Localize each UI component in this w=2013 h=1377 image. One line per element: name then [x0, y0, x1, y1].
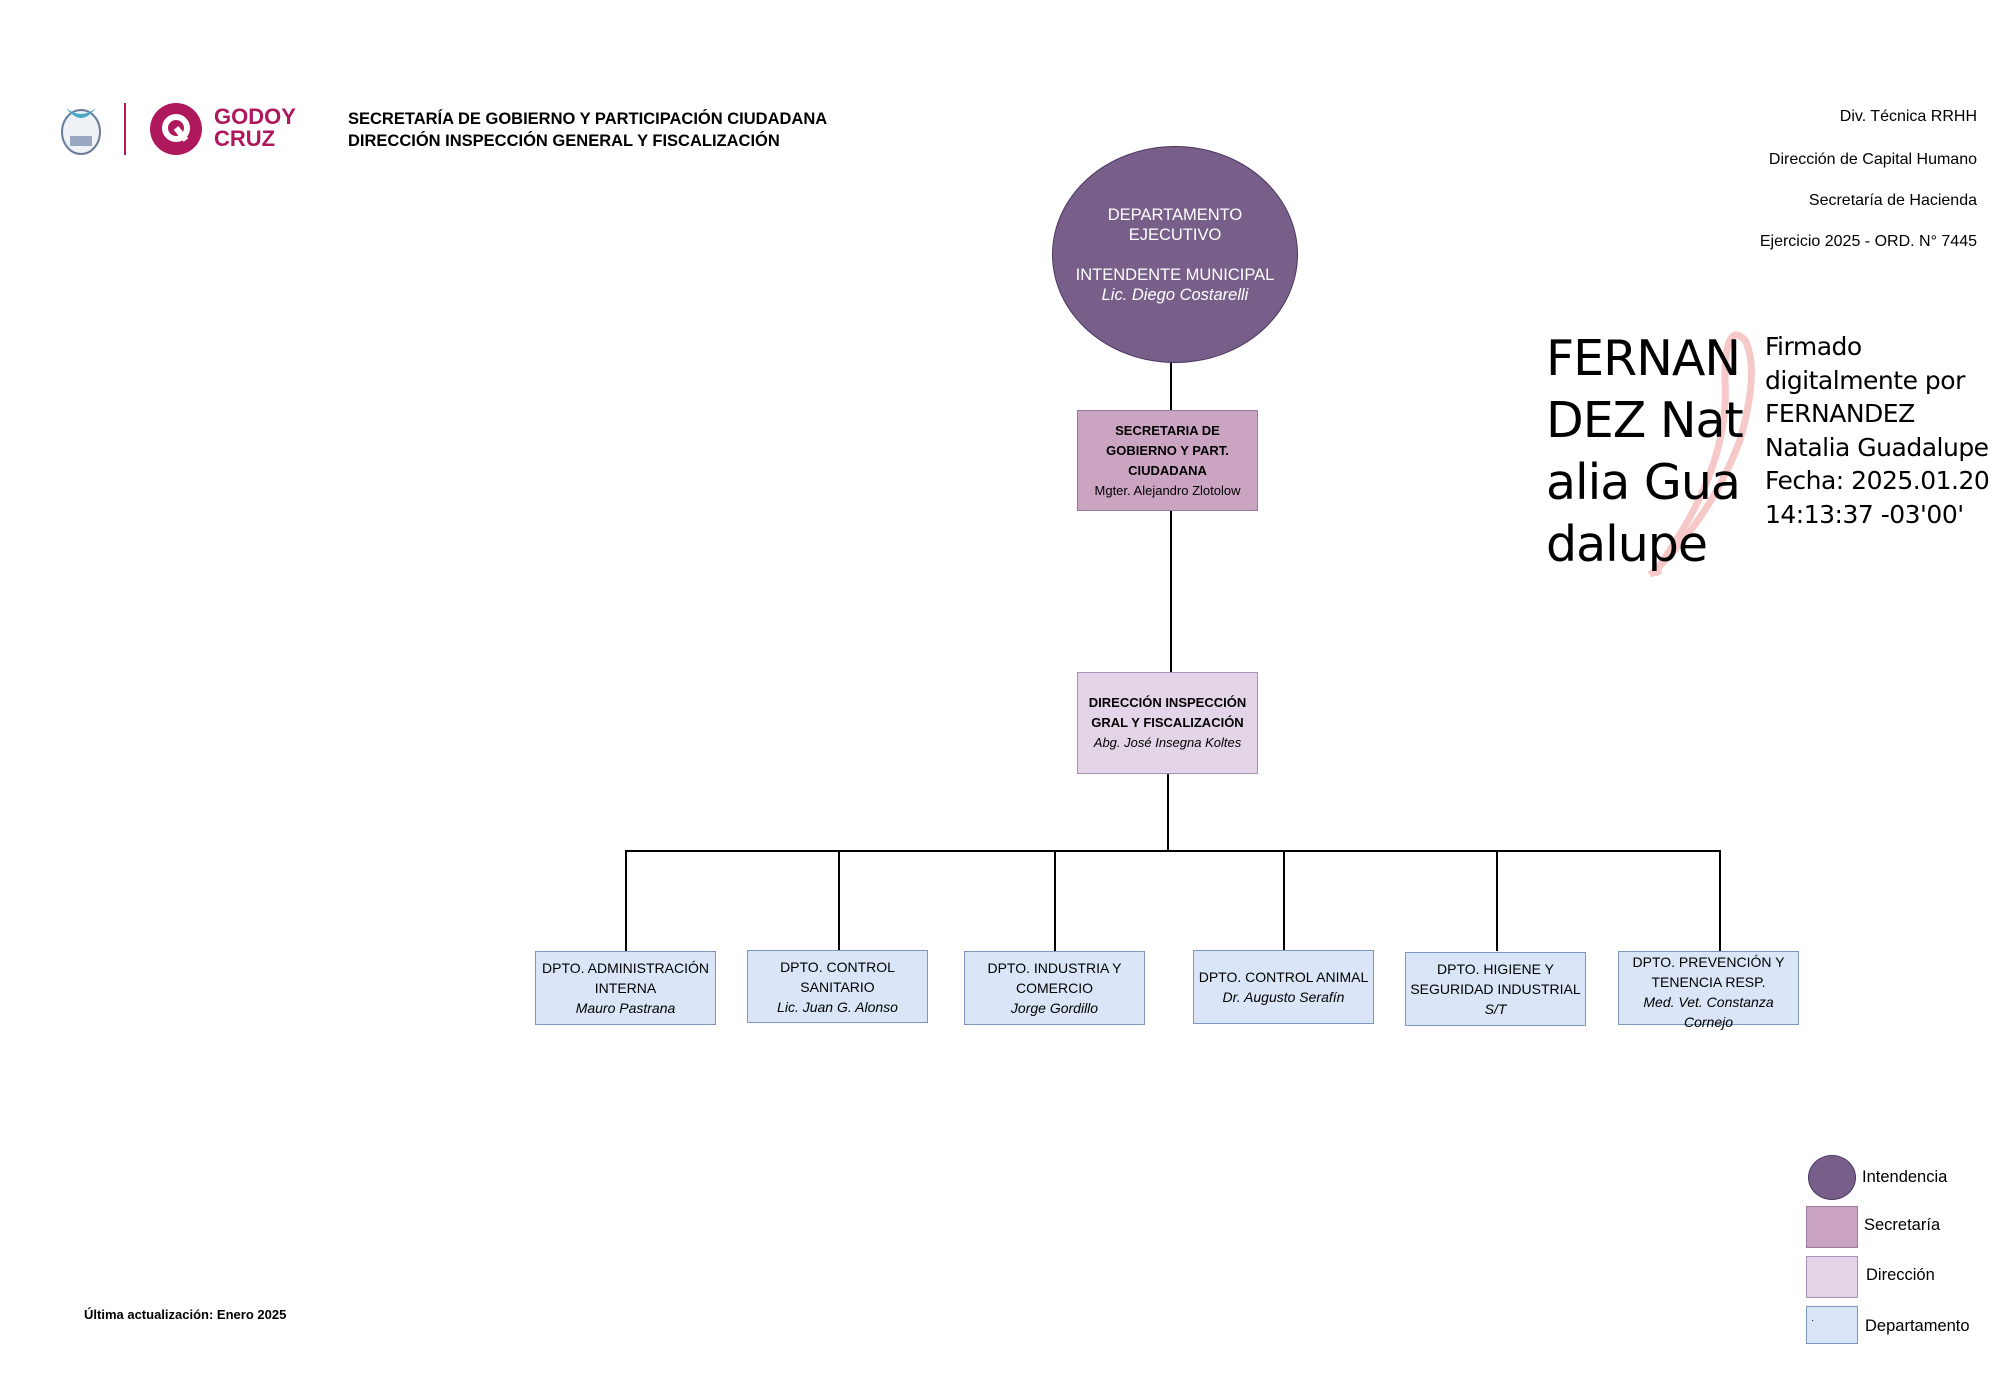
- node-secretaria: SECRETARIA DE GOBIERNO Y PART. CIUDADANA…: [1077, 410, 1258, 511]
- connector: [1170, 511, 1172, 672]
- connector: [1283, 850, 1285, 951]
- legend-departamento-swatch: ·: [1806, 1306, 1858, 1344]
- connector: [1167, 774, 1169, 851]
- right-info-4: Ejercicio 2025 - ORD. N° 7445: [1759, 233, 1977, 250]
- right-info-3: Secretaría de Hacienda: [1808, 192, 1977, 209]
- signature-details: Firmado digitalmente por FERNANDEZ Natal…: [1765, 332, 1990, 529]
- footer-last-update: Última actualización: Enero 2025: [84, 1307, 287, 1322]
- connector: [1054, 850, 1056, 951]
- node-direccion: DIRECCIÓN INSPECCIÓN GRAL Y FISCALIZACIÓ…: [1077, 672, 1258, 774]
- municipal-seal-icon: [58, 102, 104, 156]
- right-info-1: Div. Técnica RRHH: [1839, 108, 1977, 125]
- signature-name: FERNANDEZ Natalia Guadalupe: [1546, 330, 1744, 573]
- connector: [1719, 850, 1721, 951]
- connector: [625, 850, 627, 951]
- connector: [1496, 850, 1498, 951]
- node-dept-prevencion: DPTO. PREVENCIÓN Y TENENCIA RESP.Med. Ve…: [1618, 951, 1799, 1030]
- right-info-2: Dirección de Capital Humano: [1768, 151, 1977, 168]
- header-title: SECRETARÍA DE GOBIERNO Y PARTICIPACIÓN C…: [348, 110, 828, 150]
- logo-divider: [124, 103, 126, 155]
- legend-direccion-label: Dirección: [1866, 1266, 1935, 1284]
- legend-intendencia-swatch: [1808, 1155, 1856, 1200]
- legend-departamento-label: Departamento: [1865, 1317, 1970, 1335]
- legend-direccion-swatch: [1806, 1256, 1858, 1298]
- legend-intendencia-label: Intendencia: [1862, 1168, 1948, 1186]
- legend-secretaria-label: Secretaría: [1864, 1216, 1941, 1234]
- signature-watermark-icon: [1630, 320, 1770, 585]
- connector: [1170, 363, 1172, 410]
- connector: [838, 850, 840, 951]
- legend-secretaria-swatch: [1806, 1206, 1858, 1248]
- connector: [625, 850, 1720, 852]
